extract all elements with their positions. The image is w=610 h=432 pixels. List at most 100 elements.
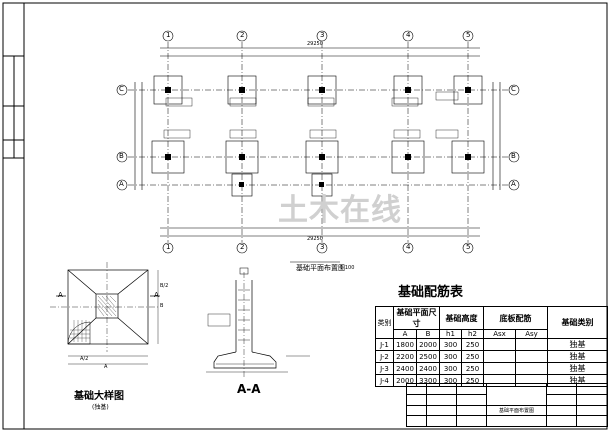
header-type: 类别 (375, 306, 394, 339)
detail-rebar-mesh (70, 295, 117, 342)
cell-h2: 250 (461, 338, 484, 351)
grid-label: 1 (166, 243, 171, 251)
cell-h1: 300 (439, 338, 462, 351)
header-category: 基础类别 (547, 306, 608, 339)
header-bottom-bars: 底板配筋 (483, 306, 548, 330)
title-block-cell (406, 404, 427, 417)
grid-label: 2 (240, 243, 245, 251)
grid-label: B (119, 152, 124, 160)
detail-dim-a: A (104, 364, 108, 370)
cell-a: 1800 (393, 338, 417, 351)
plan-footings (151, 75, 485, 197)
cell-asy (515, 338, 548, 351)
grid-label: A (511, 180, 516, 188)
title-block-cell (406, 393, 427, 406)
header-height: 基础高度 (439, 306, 484, 330)
title-block-cell (456, 393, 487, 406)
title-block-cell (426, 393, 457, 406)
cell-h1: 300 (439, 362, 462, 375)
cell-b: 2400 (416, 362, 440, 375)
grid-label: C (511, 85, 516, 93)
footing-dim-boxes (163, 91, 459, 139)
cell-asx (483, 350, 516, 363)
grid-label: 5 (466, 31, 471, 39)
table-row: J-1 1800 2000 300 250 独基 (375, 338, 608, 351)
subheader-h1: h1 (439, 329, 462, 339)
cell-category: 独基 (547, 338, 608, 351)
cell-h1: 300 (439, 350, 462, 363)
title-block-cell (546, 383, 577, 395)
cell-category: 独基 (547, 362, 608, 375)
subheader-b: B (416, 329, 440, 339)
title-block-cell (426, 383, 457, 395)
detail-dim-b: B (160, 303, 164, 309)
cell-id: J-4 (375, 374, 394, 387)
cell-asy (515, 350, 548, 363)
rebar-table: 类别 基础平面尺寸 基础高度 底板配筋 基础类别 A B h1 h2 Asx A… (375, 306, 608, 387)
detail-section-marker: A (154, 291, 159, 299)
detail-section-marker: A (58, 291, 63, 299)
grid-label: 3 (320, 31, 325, 39)
cell-id: J-3 (375, 362, 394, 375)
grid-label: 2 (240, 31, 245, 39)
overall-dimension-bottom: 29250 (307, 236, 323, 242)
section-stirrups (207, 289, 310, 365)
grid-label: 3 (320, 243, 325, 251)
grid-label: 5 (466, 243, 471, 251)
table-row: J-2 2200 2500 300 250 独基 (375, 350, 608, 363)
cell-id: J-2 (375, 350, 394, 363)
plan-title: 基础平面布置图 (296, 264, 345, 272)
rebar-table-title: 基础配筋表 (398, 285, 464, 300)
cell-b: 2000 (416, 338, 440, 351)
cell-category: 独基 (547, 350, 608, 363)
detail-dim-b-half: B/2 (160, 283, 169, 289)
overall-dimension-top: 29250 (307, 41, 323, 47)
plan-dimensions (134, 47, 501, 237)
table-row: J-3 2400 2400 300 250 独基 (375, 362, 608, 375)
subheader-asy: Asy (515, 329, 548, 339)
plan-columns (165, 87, 471, 187)
cell-id: J-1 (375, 338, 394, 351)
cell-h2: 250 (461, 350, 484, 363)
section-outline (206, 272, 288, 378)
detail-title: 基础大样图 (74, 391, 124, 402)
grid-label: B (511, 152, 516, 160)
title-block-cell (576, 393, 608, 406)
title-block-drawing-name: 基础平面布置图 (486, 404, 547, 417)
cell-h2: 250 (461, 362, 484, 375)
subheader-a: A (393, 329, 417, 339)
title-block-cell (576, 383, 608, 395)
cell-asy (515, 362, 548, 375)
grid-label: 4 (406, 243, 411, 251)
cell-a: 2400 (393, 362, 417, 375)
header-plan-size: 基础平面尺寸 (393, 306, 440, 330)
cell-a: 2200 (393, 350, 417, 363)
detail-subtitle: (独基) (92, 404, 109, 411)
detail-dim-a-half: A/2 (80, 356, 89, 362)
title-block: 基础平面布置图 (406, 383, 608, 427)
cell-asx (483, 362, 516, 375)
title-block-cell (486, 383, 547, 406)
watermark: 土木在线 (278, 193, 402, 228)
table-header-row: 类别 基础平面尺寸 基础高度 底板配筋 基础类别 (375, 306, 608, 339)
title-block-cell (546, 393, 577, 406)
grid-bubbles (116, 30, 520, 254)
subheader-h2: h2 (461, 329, 484, 339)
grid-label: A (119, 180, 124, 188)
grid-label: C (119, 85, 124, 93)
grid-label: 1 (166, 31, 171, 39)
title-block-cell (406, 383, 427, 395)
title-block-sheet-no (576, 404, 608, 417)
detail-footing-plan (50, 262, 160, 365)
cell-b: 2500 (416, 350, 440, 363)
cell-asx (483, 338, 516, 351)
subheader-asx: Asx (483, 329, 516, 339)
section-title: A-A (237, 382, 261, 396)
plan-scale: 1:100 (340, 265, 355, 271)
grid-label: 4 (406, 31, 411, 39)
plan-grid-lines (128, 42, 508, 242)
title-block-cell (456, 383, 487, 395)
